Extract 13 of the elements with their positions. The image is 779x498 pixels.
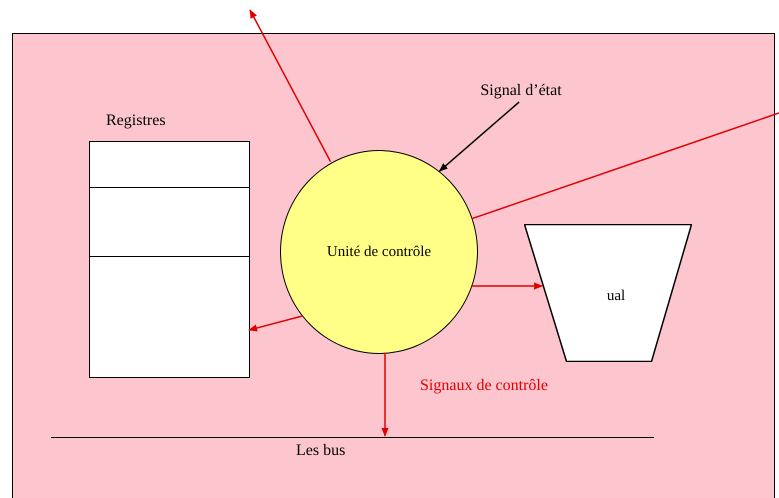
alu-trapezoid: [524, 224, 692, 362]
control-unit-label: Unité de contrôle: [326, 244, 432, 260]
arrow: [248, 315, 302, 332]
arrow: [249, 9, 332, 162]
arrow: [381, 352, 389, 437]
bus-label: Les bus: [296, 442, 346, 459]
edge-label: Signaux de contrôle: [420, 376, 548, 396]
signal-label: Signal d’état: [463, 79, 579, 103]
arrow: [438, 101, 520, 172]
background-panel: [12, 33, 775, 498]
register-heading: Registres: [106, 111, 166, 131]
arrow: [470, 282, 544, 290]
alu-label: ual: [606, 288, 626, 304]
